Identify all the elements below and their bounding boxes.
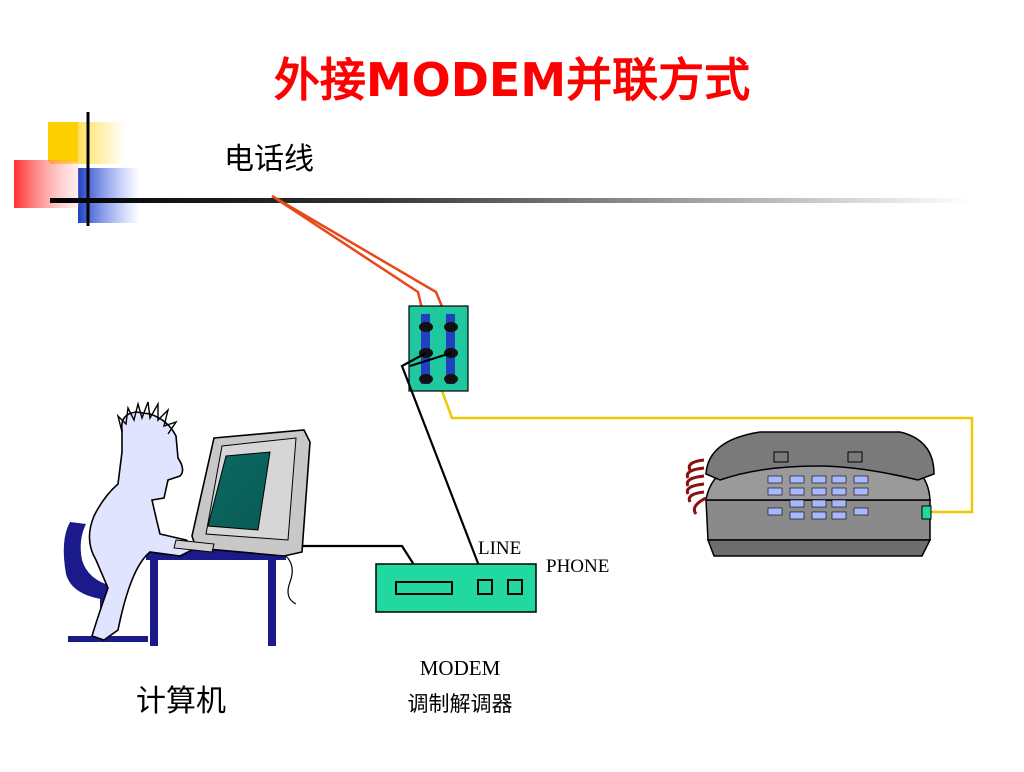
modem-device bbox=[375, 563, 537, 613]
junction-box bbox=[408, 305, 469, 392]
phone-cable bbox=[436, 379, 974, 514]
phone-line-label: 电话线 bbox=[224, 142, 314, 177]
line-port-label: LINE bbox=[478, 538, 522, 559]
computer-label: 计算机 bbox=[136, 684, 226, 719]
modem-line-cable bbox=[400, 352, 488, 585]
telephone bbox=[685, 431, 935, 557]
computer-user-illustration bbox=[63, 401, 311, 646]
modem-label: MODEM bbox=[419, 656, 501, 680]
phone-port-label: PHONE bbox=[546, 556, 610, 577]
modem-cn-label: 调制解调器 bbox=[407, 692, 513, 716]
corner-decoration bbox=[14, 112, 970, 226]
slide-title: 外接MODEM并联方式 bbox=[273, 53, 751, 107]
modem-line-cable-2 bbox=[409, 351, 452, 368]
